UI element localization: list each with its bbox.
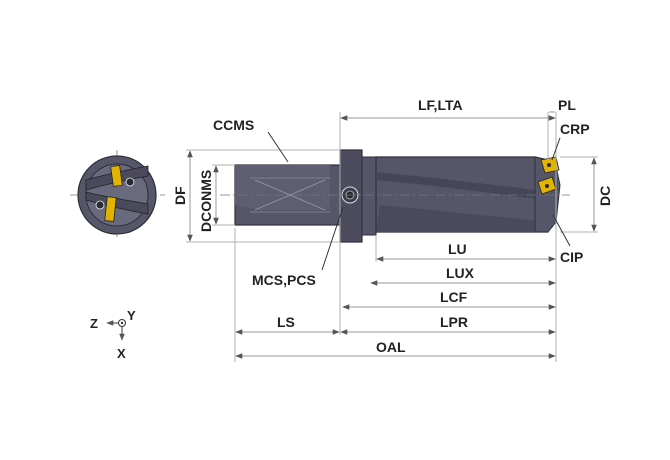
label-lpr: LPR <box>440 314 468 330</box>
leader-lines <box>267 131 571 271</box>
end-view <box>70 150 165 240</box>
label-mcs-pcs: MCS,PCS <box>252 272 316 288</box>
labels: LF,LTA PL CRP CCMS DF DCONMS DC CIP MCS,… <box>172 97 613 355</box>
axis-x-label: X <box>117 346 126 361</box>
label-df: DF <box>172 186 188 205</box>
label-lux: LUX <box>446 265 475 281</box>
label-lcf: LCF <box>440 289 468 305</box>
label-ls: LS <box>277 314 295 330</box>
axis-z-label: Z <box>90 316 98 331</box>
label-oal: OAL <box>376 339 406 355</box>
tool-body <box>234 149 561 243</box>
label-dconms: DCONMS <box>198 170 214 232</box>
dimension-lines <box>187 111 597 359</box>
label-dc: DC <box>597 186 613 206</box>
label-cip: CIP <box>560 249 583 265</box>
label-lf-lta: LF,LTA <box>418 97 463 113</box>
extension-lines <box>186 112 598 362</box>
label-lu: LU <box>448 241 467 257</box>
label-ccms: CCMS <box>213 117 254 133</box>
axis-indicator: Z Y X <box>90 308 136 361</box>
axis-y-label: Y <box>127 308 136 323</box>
label-pl: PL <box>558 97 576 113</box>
label-crp: CRP <box>560 121 590 137</box>
